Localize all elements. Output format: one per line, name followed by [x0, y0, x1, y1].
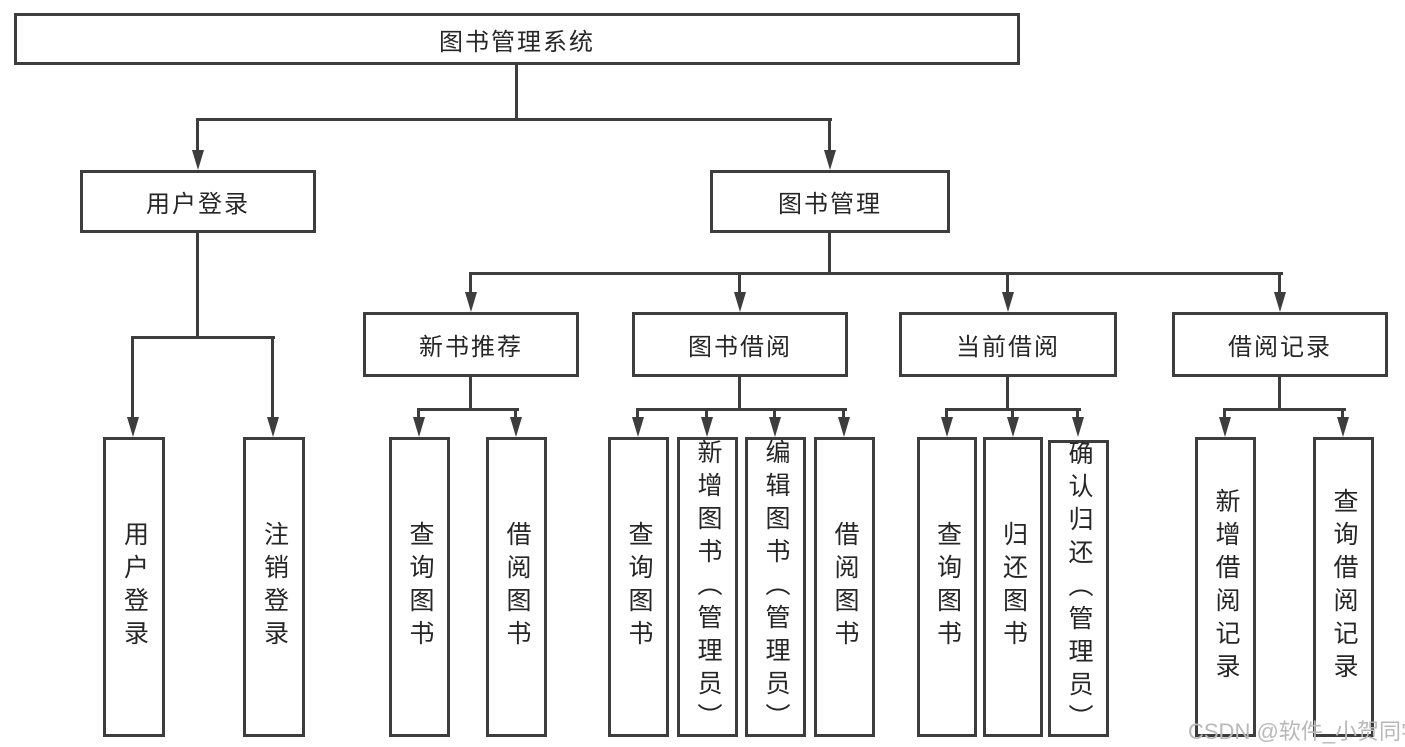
node-user-login-label: 用户登录: [146, 191, 250, 218]
connector-line: [271, 336, 274, 420]
connector-line: [945, 408, 948, 422]
node-book-management: 图书管理: [710, 170, 950, 233]
leaf-borrow-books: 借阅图书: [814, 437, 875, 737]
node-book-management-label: 图书管理: [778, 191, 882, 218]
node-new-book-recommend: 新书推荐: [363, 312, 579, 377]
connector-line: [469, 377, 472, 411]
leaf-query-books-recommend: 查询图书: [389, 437, 450, 737]
leaf-add-book-admin: 新增图书（管理员）: [677, 437, 738, 737]
arrow-down-icon: [701, 417, 713, 437]
connector-line: [1076, 408, 1079, 422]
arrow-down-icon: [1274, 292, 1286, 312]
leaf-add-book-admin-label: 新增图书（管理员）: [694, 438, 722, 736]
connector-line: [1278, 377, 1281, 411]
node-new-book-recommend-label: 新书推荐: [419, 334, 523, 361]
leaf-query-borrow-record: 查询借阅记录: [1313, 437, 1374, 737]
arrow-down-icon: [941, 417, 953, 437]
connector-line: [773, 408, 776, 422]
connector-line: [514, 408, 517, 422]
connector-line: [1223, 408, 1226, 422]
leaf-edit-book-admin-label: 编辑图书（管理员）: [762, 438, 790, 736]
leaf-query-borrow-record-label: 查询借阅记录: [1330, 488, 1358, 686]
connector-line: [705, 408, 708, 422]
node-book-borrow: 图书借阅: [632, 312, 848, 377]
arrow-down-icon: [632, 417, 644, 437]
arrow-down-icon: [192, 150, 204, 170]
arrow-down-icon: [127, 417, 139, 437]
node-library-system: 图书管理系统: [14, 13, 1020, 65]
arrow-down-icon: [1007, 417, 1019, 437]
node-user-login: 用户登录: [80, 170, 316, 233]
connector-line: [515, 65, 518, 121]
arrow-down-icon: [838, 417, 850, 437]
arrow-down-icon: [1219, 417, 1231, 437]
connector-line: [196, 118, 199, 154]
connector-line: [828, 233, 831, 275]
leaf-borrow-books-recommend: 借阅图书: [486, 437, 547, 737]
leaf-confirm-return-admin: 确认归还（管理员）: [1048, 440, 1109, 737]
arrow-down-icon: [465, 292, 477, 312]
arrow-down-icon: [267, 417, 279, 437]
connector-line: [738, 377, 741, 411]
arrow-down-icon: [824, 150, 836, 170]
node-current-borrow: 当前借阅: [899, 312, 1117, 377]
leaf-query-books-current-label: 查询图书: [933, 521, 962, 653]
leaf-add-borrow-record: 新增借阅记录: [1195, 437, 1256, 737]
connector-line: [1278, 272, 1281, 296]
connector-line: [417, 408, 420, 422]
connector-line: [1223, 408, 1346, 411]
leaf-query-books-borrow: 查询图书: [608, 437, 669, 737]
node-borrow-records: 借阅记录: [1172, 312, 1388, 377]
leaf-user-login: 用户登录: [103, 437, 165, 737]
leaf-edit-book-admin: 编辑图书（管理员）: [745, 437, 806, 737]
node-borrow-records-label: 借阅记录: [1228, 334, 1332, 361]
connector-line: [842, 408, 845, 422]
connector-line: [469, 272, 1283, 275]
leaf-borrow-books-recommend-label: 借阅图书: [503, 521, 531, 653]
connector-line: [636, 408, 847, 411]
leaf-logout-label: 注销登录: [260, 521, 289, 653]
arrow-down-icon: [1337, 417, 1349, 437]
connector-line: [1011, 408, 1014, 422]
arrow-down-icon: [413, 417, 425, 437]
connector-line: [196, 233, 199, 339]
leaf-query-books-current: 查询图书: [917, 437, 977, 737]
connector-line: [417, 408, 519, 411]
arrow-down-icon: [1072, 417, 1084, 437]
leaf-confirm-return-admin-label: 确认归还（管理员）: [1065, 440, 1093, 737]
connector-line: [196, 118, 832, 121]
leaf-return-book-label: 归还图书: [999, 521, 1028, 653]
arrow-down-icon: [769, 417, 781, 437]
connector-line: [131, 336, 275, 339]
connector-line: [828, 118, 831, 154]
csdn-watermark: CSDN @软件_小贺同学: [1188, 719, 1405, 744]
arrow-down-icon: [734, 292, 746, 312]
node-current-borrow-label: 当前借阅: [956, 334, 1060, 361]
leaf-query-books-recommend-label: 查询图书: [406, 521, 434, 653]
connector-line: [1006, 377, 1009, 411]
node-book-borrow-label: 图书借阅: [688, 334, 792, 361]
leaf-add-borrow-record-label: 新增借阅记录: [1212, 488, 1240, 686]
connector-line: [469, 272, 472, 296]
arrow-down-icon: [510, 417, 522, 437]
connector-line: [1006, 272, 1009, 296]
node-library-system-label: 图书管理系统: [439, 28, 595, 56]
leaf-borrow-books-label: 借阅图书: [831, 521, 859, 653]
connector-line: [131, 336, 134, 420]
leaf-logout: 注销登录: [243, 437, 305, 737]
arrow-down-icon: [1002, 292, 1014, 312]
connector-line: [738, 272, 741, 296]
connector-line: [1341, 408, 1344, 422]
leaf-return-book: 归还图书: [983, 437, 1043, 737]
connector-line: [636, 408, 639, 422]
leaf-query-books-borrow-label: 查询图书: [625, 521, 653, 653]
leaf-user-login-label: 用户登录: [120, 521, 149, 653]
